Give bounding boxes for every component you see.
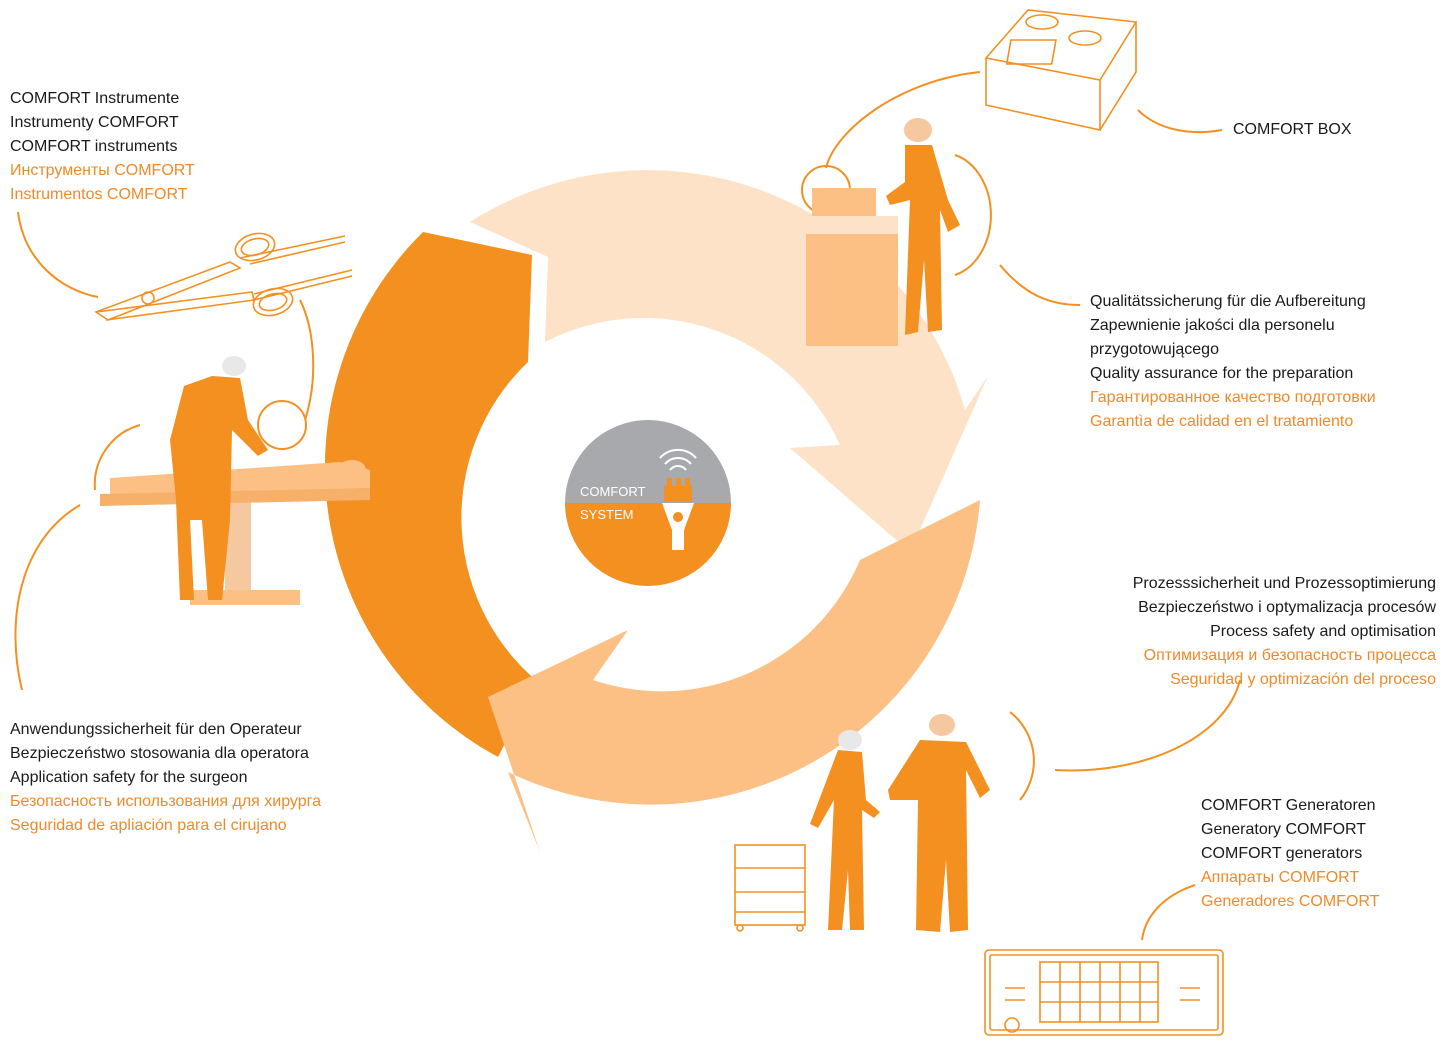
application-line-orange: Безопасность использования для хирурга <box>10 793 322 810</box>
logo-word-system: SYSTEM <box>580 507 633 522</box>
quality-line: Zapewnienie jakości dla personelu <box>1090 317 1335 334</box>
lens-ring-surgeon <box>93 424 141 491</box>
staff-and-cart-illustration <box>734 714 990 932</box>
process-line-orange: Seguridad y optimización del proceso <box>1170 671 1436 688</box>
cycle-arrow-left <box>324 232 548 757</box>
connector-instruments <box>17 211 99 298</box>
application-line: Application safety for the surgeon <box>10 769 248 786</box>
quality-line: przygotowującego <box>1090 341 1219 358</box>
generators-label: COMFORT Generatoren Generatory COMFORT C… <box>1201 794 1379 914</box>
connector-generators <box>1141 884 1196 941</box>
application-line: Anwendungssicherheit für den Operateur <box>10 721 302 738</box>
comfort-system-logo: COMFORT SYSTEM <box>565 420 731 586</box>
application-line-orange: Seguridad de apliación para el cirujano <box>10 817 287 834</box>
logo-word-comfort: COMFORT <box>580 484 646 499</box>
surgeon-operating-table-illustration <box>100 356 370 605</box>
lens-ring-instrument-small <box>257 400 307 450</box>
process-line: Bezpieczeństwo i optymalizacja procesów <box>1138 599 1436 616</box>
quality-line: Qualitätssicherung für die Aufbereitung <box>1090 293 1366 310</box>
plug-icon <box>662 478 694 550</box>
quality-label: Qualitätssicherung für die Aufbereitung … <box>1090 290 1376 434</box>
quality-line-orange: Гарантированное качество подготовки <box>1090 389 1376 406</box>
generators-line-orange: Аппараты COMFORT <box>1201 869 1360 886</box>
instruments-line-orange: Instrumentos COMFORT <box>10 186 188 203</box>
process-line-orange: Оптимизация и безопасность процесса <box>1143 647 1436 664</box>
connector-quality <box>999 264 1081 306</box>
preparation-worker-illustration <box>806 118 960 346</box>
generators-line-orange: Generadores COMFORT <box>1201 893 1380 910</box>
generators-line: Generatory COMFORT <box>1201 821 1367 838</box>
application-label: Anwendungssicherheit für den Operateur B… <box>10 718 321 838</box>
process-line: Process safety and optimisation <box>1210 623 1436 640</box>
instruments-line-orange: Инструменты COMFORT <box>10 162 195 179</box>
process-line: Prozesssicherheit und Prozessoptimierung <box>1132 575 1436 592</box>
quality-line: Quality assurance for the preparation <box>1090 365 1354 382</box>
lens-ring-staff <box>1009 711 1035 801</box>
wireless-signal-icon <box>659 448 697 471</box>
comfort-instruments-illustration <box>94 232 353 321</box>
cycle-arrow-bottom <box>488 500 980 852</box>
connector-box-worker <box>825 71 981 169</box>
comfort-generator-illustration <box>984 949 1224 1036</box>
quality-line-orange: Garantìa de calidad en el tratamiento <box>1090 413 1354 430</box>
generators-line: COMFORT generators <box>1201 845 1363 862</box>
instruments-line: Instrumenty COMFORT <box>10 114 179 131</box>
instruments-line: COMFORT instruments <box>10 138 178 155</box>
comfort-box-illustration <box>984 9 1138 131</box>
generators-line: COMFORT Generatoren <box>1201 797 1376 814</box>
instruments-line: COMFORT Instrumente <box>10 90 180 107</box>
lens-ring-box-worker <box>954 154 992 276</box>
connector-box <box>1137 109 1223 134</box>
process-label: Prozesssicherheit und Prozessoptimierung… <box>1133 572 1436 692</box>
instruments-label: COMFORT Instrumente Instrumenty COMFORT … <box>10 87 195 207</box>
comfort-box-label: COMFORT BOX <box>1233 118 1352 142</box>
connector-surgeon-instrument <box>299 299 315 421</box>
connector-application <box>14 504 81 691</box>
comfort-box-text: COMFORT BOX <box>1233 121 1352 138</box>
connector-process <box>1054 679 1241 772</box>
application-line: Bezpieczeństwo stosowania dla operatora <box>10 745 309 762</box>
